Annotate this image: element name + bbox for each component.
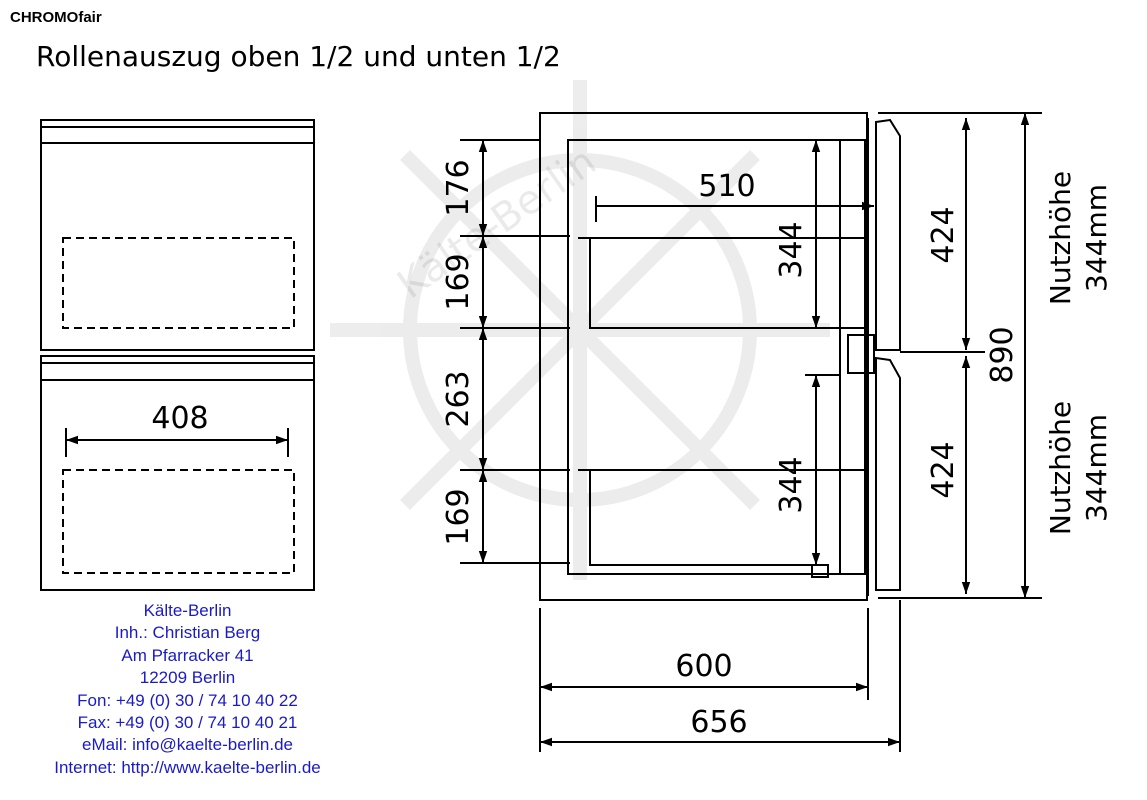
side-view [539,112,901,601]
dim-510-label: 510 [698,169,755,204]
dim-176-label: 176 [441,159,476,216]
front-view [40,119,315,591]
bottom-basket [589,470,815,566]
bottom-drawer-basket [62,469,295,574]
left-dimension-chain [460,139,570,564]
contact-company: Kälte-Berlin [143,601,232,620]
contact-owner: Inh.: Christian Berg [114,623,261,643]
dim-424-bottom-label: 424 [926,441,961,498]
dim-408-label: 408 [151,401,208,436]
dim-169-top-label: 169 [441,253,476,310]
cabinet-inner [567,139,866,575]
bottom-drawer-front [40,355,315,591]
dim-600-label: 600 [675,649,732,684]
watermark [330,80,830,580]
dim-344-top-label: 344 [774,221,809,278]
dim-169-bottom-label: 169 [441,488,476,545]
dim-424-top-label: 424 [926,206,961,263]
dim-510 [595,196,874,222]
right-dims [878,112,1042,599]
contact-street: Am Pfarracker 41 [121,645,254,665]
top-drawer-basket [62,237,295,329]
bottom-width-dims [539,600,901,752]
dim-344-bottom-label: 344 [774,456,809,513]
nutzhoehe-top-label: Nutzhöhe [1044,171,1077,305]
inner-344-dims [805,139,840,565]
nutzhoehe-top-value: 344mm [1080,184,1113,292]
top-drawer-front [40,119,315,351]
top-basket [589,238,868,329]
contact-email[interactable]: eMail: info@kaelte-berlin.de [82,735,293,755]
top-door [875,118,901,351]
bottom-door [875,356,901,591]
nutzhoehe-bottom-label: Nutzhöhe [1044,401,1077,535]
dim-408: 408 [65,401,289,457]
brand-label: CHROMOfair [10,9,102,26]
handle [847,334,875,374]
contact-internet[interactable]: Internet: http://www.kaelte-berlin.de [54,757,321,777]
contact-fax: Fax: +49 (0) 30 / 74 10 40 21 [77,713,298,733]
dim-656-label: 656 [690,705,747,740]
dim-890-label: 890 [985,326,1020,383]
page-title: Rollenauszug oben 1/2 und unten 1/2 [36,40,561,73]
dim-263-label: 263 [441,370,476,427]
contact-phone: Fon: +49 (0) 30 / 74 10 40 22 [77,690,298,710]
contact-city: 12209 Berlin [139,668,236,688]
contact-block: Kälte-Berlin Inh.: Christian Berg Am Pfa… [0,600,375,779]
nutzhoehe-bottom-value: 344mm [1080,414,1113,522]
